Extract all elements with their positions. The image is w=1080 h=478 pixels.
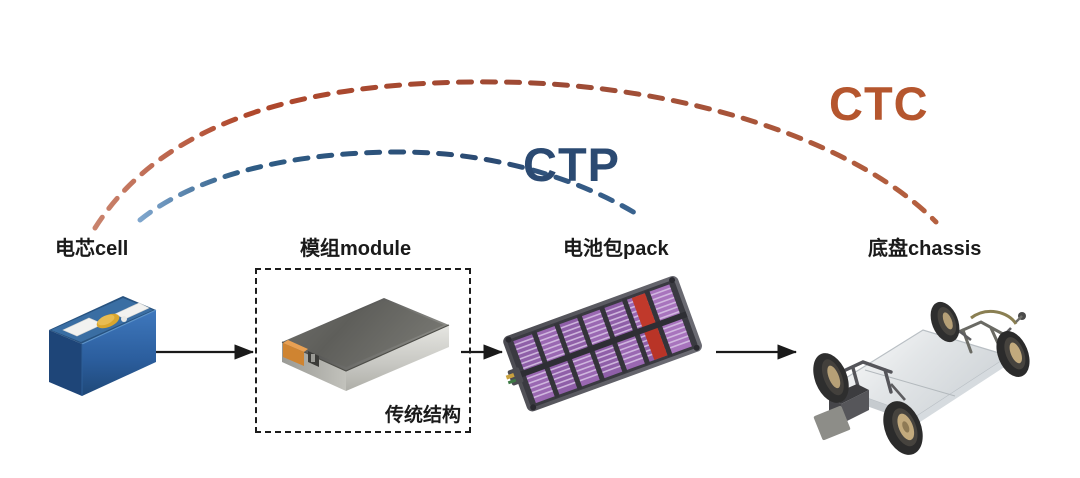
traditional-structure-box: 传统结构 (255, 268, 471, 433)
battery-module-illustration (272, 285, 457, 405)
stage-label-module: 模组module (300, 238, 412, 260)
chassis-illustration (795, 278, 1030, 455)
stage-label-pack: 电池包pack (563, 238, 669, 260)
battery-pack-illustration (496, 276, 708, 412)
traditional-structure-caption: 传统结构 (384, 405, 461, 426)
ctc-arc-path (92, 79, 939, 231)
ctp-arc-path (137, 149, 643, 223)
ctp-label: CTP (523, 138, 620, 191)
stage-label-cell: 电芯cell (55, 238, 129, 260)
battery-cell-illustration (45, 292, 160, 404)
stage-label-chassis: 底盘chassis (868, 238, 982, 260)
ctc-label: CTC (829, 77, 929, 130)
